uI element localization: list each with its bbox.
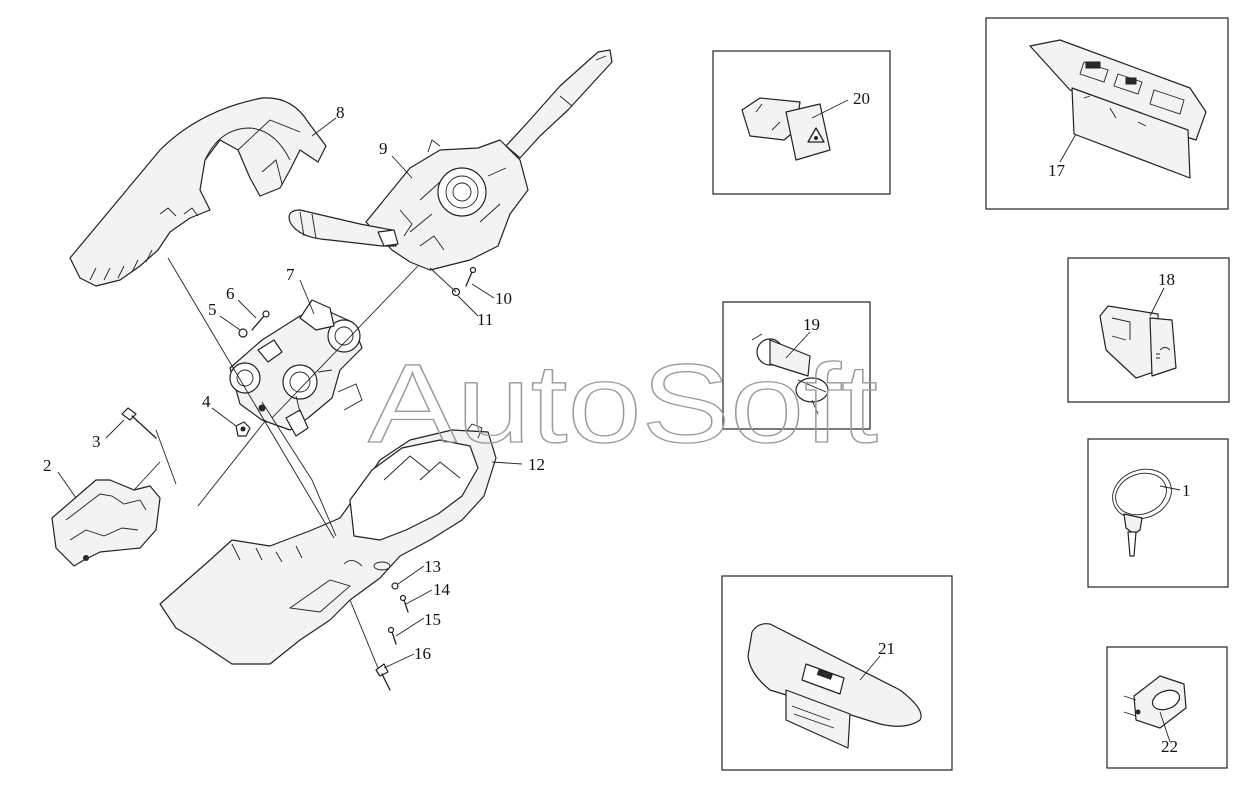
- fog-lamp-switch-panel: [1067, 257, 1230, 403]
- callout-15: 15: [424, 610, 441, 629]
- callout-11: 11: [477, 310, 493, 329]
- washer-13: [391, 582, 399, 590]
- window-switch-panel: [985, 17, 1229, 210]
- small-switch-panel: [1106, 646, 1228, 769]
- callout-4: 4: [202, 392, 211, 411]
- callout-17: 17: [1048, 161, 1066, 180]
- switch-bezel-panel: [721, 575, 953, 771]
- bolt-16: [375, 663, 391, 691]
- leader-lines: [57, 99, 1181, 743]
- callout-6: 6: [226, 284, 235, 303]
- callout-12: 12: [528, 455, 545, 474]
- callout-5: 5: [208, 300, 217, 319]
- combination-switch: [288, 49, 613, 271]
- callout-19: 19: [803, 315, 820, 334]
- callout-2: 2: [43, 456, 52, 475]
- callout-13: 13: [424, 557, 441, 576]
- callout-1: 1: [1182, 481, 1191, 500]
- screw-15: [387, 626, 397, 645]
- callout-8: 8: [336, 103, 345, 122]
- fog-lamp-icon: [1156, 347, 1171, 359]
- callout-3: 3: [92, 432, 101, 451]
- assembly-lines: [155, 257, 457, 669]
- lower-column-shroud: [159, 423, 497, 665]
- callouts: 1 2 3 4 5 6 7 8 9 10 11 12 13 14 15 16 1…: [43, 89, 1191, 756]
- screw-3: [121, 407, 157, 439]
- callout-21: 21: [878, 639, 895, 658]
- callout-7: 7: [286, 265, 295, 284]
- callout-18: 18: [1158, 270, 1175, 289]
- screw-14: [399, 594, 409, 613]
- callout-20: 20: [853, 89, 870, 108]
- screw-10: [465, 266, 477, 287]
- mounting-bracket: [51, 461, 161, 567]
- washer-5: [238, 328, 248, 338]
- key-ring-panel: [1087, 438, 1229, 588]
- callout-10: 10: [495, 289, 512, 308]
- callout-16: 16: [414, 644, 431, 663]
- nut-4: [235, 421, 251, 437]
- callout-14: 14: [433, 580, 451, 599]
- callout-22: 22: [1161, 737, 1178, 756]
- upper-column-shroud: [69, 97, 327, 287]
- watermark: AutoSoft: [368, 341, 878, 466]
- ignition-lock-housing: [229, 299, 363, 437]
- callout-9: 9: [379, 139, 388, 158]
- hazard-switch-panel: [712, 50, 891, 195]
- screw-6: [251, 310, 270, 331]
- warning-triangle-icon: [807, 127, 825, 143]
- lamp-switch-panel: [722, 301, 871, 430]
